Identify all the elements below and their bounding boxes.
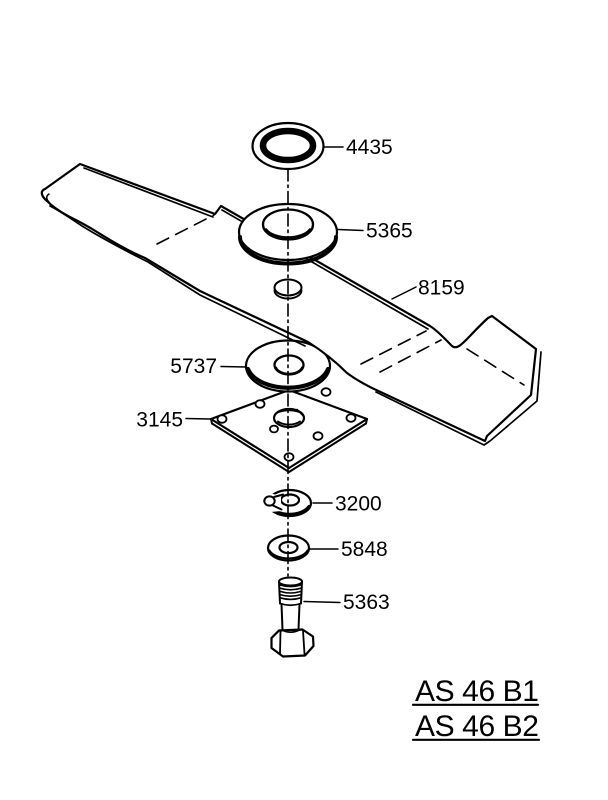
- plate-hole: [254, 399, 266, 409]
- blade-bend-line: [379, 339, 442, 373]
- plate-hole: [283, 452, 295, 462]
- part-label-3200: 3200: [335, 493, 382, 516]
- lock-washer-split-end: [272, 504, 283, 511]
- model-designation: AS 46 B1 AS 46 B2: [411, 675, 541, 743]
- bolt-hex-head: [270, 628, 315, 658]
- lock-washer-split-end: [273, 493, 284, 498]
- bolt-head-facet-line: [302, 629, 306, 655]
- bolt-thread-line: [279, 593, 302, 597]
- leader-5365: [337, 228, 364, 232]
- model-label-1: AS 46 B1: [415, 675, 539, 708]
- blade-bend-line: [156, 214, 215, 245]
- leader-8159: [391, 286, 417, 300]
- blade-tip-inner-line: [46, 193, 50, 203]
- bolt-thread-line: [279, 584, 302, 588]
- ring-band: [259, 127, 317, 164]
- plate-center-hole-bore: [277, 420, 301, 426]
- washer-bore-arc: [275, 366, 303, 375]
- ring-4435-drawing: [251, 121, 325, 171]
- leader-3145: [185, 417, 211, 420]
- plate-hole: [216, 414, 228, 424]
- leader-5737: [220, 365, 247, 368]
- bolt-thread-side: [300, 581, 303, 605]
- blade-top-edge-inner-line: [83, 167, 214, 218]
- blade-right-thickness-line: [375, 351, 542, 446]
- part-label-8159: 8159: [418, 277, 465, 300]
- bolt-thread-side: [278, 581, 281, 605]
- bolt-head-facet-line: [279, 630, 282, 655]
- blade-bend-line: [360, 330, 427, 365]
- bolt-thread-line: [279, 587, 302, 591]
- part-label-4435: 4435: [346, 136, 393, 159]
- bolt-thread-line: [279, 597, 302, 601]
- bolt-thread-top: [278, 576, 303, 587]
- blade-wing-bend-line: [466, 348, 525, 386]
- lock-washer-3200-drawing: [261, 488, 313, 518]
- plate-hole: [345, 413, 357, 423]
- blade-cutting-edge-line: [49, 205, 306, 347]
- plate-hole: [320, 387, 332, 397]
- lock-washer-hole: [279, 493, 301, 507]
- part-label-5363: 5363: [343, 591, 390, 614]
- bolt-shank-side: [297, 603, 301, 631]
- lock-washer-split-curl: [263, 495, 276, 507]
- bolt-shank-base-arc: [281, 628, 301, 634]
- plate-hole: [269, 424, 279, 434]
- model-label-2: AS 46 B2: [415, 710, 539, 743]
- plate-thickness-edge: [210, 418, 368, 473]
- leader-5363: [303, 600, 341, 604]
- blade-outline: [40, 162, 538, 443]
- bolt-5363-drawing: [270, 576, 315, 658]
- plate-3145-drawing: [209, 387, 369, 473]
- part-label-5848: 5848: [341, 538, 388, 561]
- plate-center-hole-notch: [296, 408, 304, 416]
- plate-hole: [312, 431, 324, 441]
- part-label-5737: 5737: [170, 355, 217, 378]
- part-label-3145: 3145: [136, 409, 183, 432]
- bolt-shank-side: [280, 603, 284, 631]
- part-label-5365: 5365: [366, 220, 413, 243]
- bolt-thread-line: [279, 590, 302, 594]
- leader-lines: [185, 146, 417, 604]
